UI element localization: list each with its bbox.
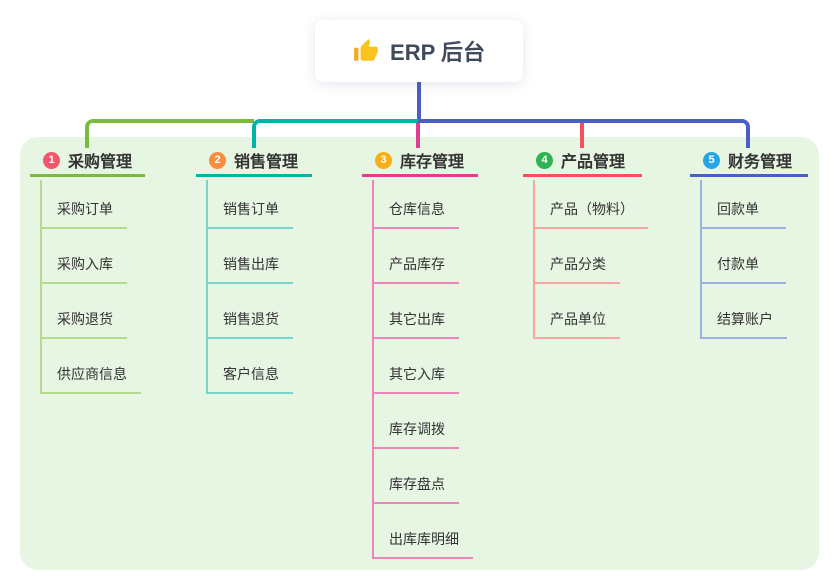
child-node[interactable]: 其它入库 xyxy=(372,339,459,394)
child-node[interactable]: 结算账户 xyxy=(700,284,787,339)
child-node[interactable]: 仓库信息 xyxy=(372,174,459,229)
child-node[interactable]: 库存盘点 xyxy=(372,449,459,504)
branch-label: 采购管理 xyxy=(68,154,133,171)
child-node[interactable]: 采购订单 xyxy=(40,174,127,229)
branch-number-badge: 3 xyxy=(375,151,392,169)
child-connector-line xyxy=(372,180,374,559)
branch-node-2[interactable]: 2 销售管理 xyxy=(196,146,312,177)
thumbs-up-icon xyxy=(353,38,379,64)
child-node[interactable]: 产品（物料） xyxy=(533,174,648,229)
connector-branch-1 xyxy=(85,119,254,148)
connector-branch-5 xyxy=(418,119,750,148)
child-node[interactable]: 采购退货 xyxy=(40,284,127,339)
branch-node-5[interactable]: 5 财务管理 xyxy=(690,146,808,177)
branch-number-badge: 4 xyxy=(536,151,553,169)
child-node[interactable]: 产品单位 xyxy=(533,284,620,339)
child-node[interactable]: 产品库存 xyxy=(372,229,459,284)
branch-node-4[interactable]: 4 产品管理 xyxy=(523,146,642,177)
branch-children-2: 销售订单销售出库销售退货客户信息 xyxy=(206,174,293,394)
branch-children-5: 回款单付款单结算账户 xyxy=(700,174,787,339)
branch-label: 库存管理 xyxy=(400,154,465,171)
branch-number-badge: 2 xyxy=(209,151,226,169)
branch-children-4: 产品（物料）产品分类产品单位 xyxy=(533,174,648,339)
connector-branch-3 xyxy=(416,123,420,148)
branch-label: 销售管理 xyxy=(234,154,299,171)
child-node[interactable]: 出库库明细 xyxy=(372,504,473,559)
branch-node-3[interactable]: 3 库存管理 xyxy=(362,146,478,177)
child-node[interactable]: 库存调拨 xyxy=(372,394,459,449)
branch-children-1: 采购订单采购入库采购退货供应商信息 xyxy=(40,174,141,394)
child-connector-line xyxy=(533,180,535,339)
branch-node-1[interactable]: 1 采购管理 xyxy=(30,146,145,177)
branch-children-3: 仓库信息产品库存其它出库其它入库库存调拨库存盘点出库库明细 xyxy=(372,174,473,559)
child-node[interactable]: 销售出库 xyxy=(206,229,293,284)
root-node-label: ERP 后台 xyxy=(390,40,485,65)
child-connector-line xyxy=(700,180,702,339)
child-node[interactable]: 销售订单 xyxy=(206,174,293,229)
child-node[interactable]: 采购入库 xyxy=(40,229,127,284)
child-node[interactable]: 其它出库 xyxy=(372,284,459,339)
branch-number-badge: 5 xyxy=(703,151,720,169)
child-connector-line xyxy=(206,180,208,394)
branch-label: 产品管理 xyxy=(561,154,626,171)
connector-branch-2 xyxy=(252,119,418,148)
connector-root-stem xyxy=(417,82,421,123)
child-node[interactable]: 客户信息 xyxy=(206,339,293,394)
branch-label: 财务管理 xyxy=(728,154,793,171)
child-node[interactable]: 回款单 xyxy=(700,174,786,229)
branches-panel xyxy=(20,137,819,570)
connector-branch-4 xyxy=(580,123,584,148)
branch-number-badge: 1 xyxy=(43,151,60,169)
child-node[interactable]: 付款单 xyxy=(700,229,786,284)
child-node[interactable]: 产品分类 xyxy=(533,229,620,284)
child-connector-line xyxy=(40,180,42,394)
child-node[interactable]: 供应商信息 xyxy=(40,339,141,394)
child-node[interactable]: 销售退货 xyxy=(206,284,293,339)
root-node[interactable]: ERP 后台 xyxy=(315,20,523,82)
